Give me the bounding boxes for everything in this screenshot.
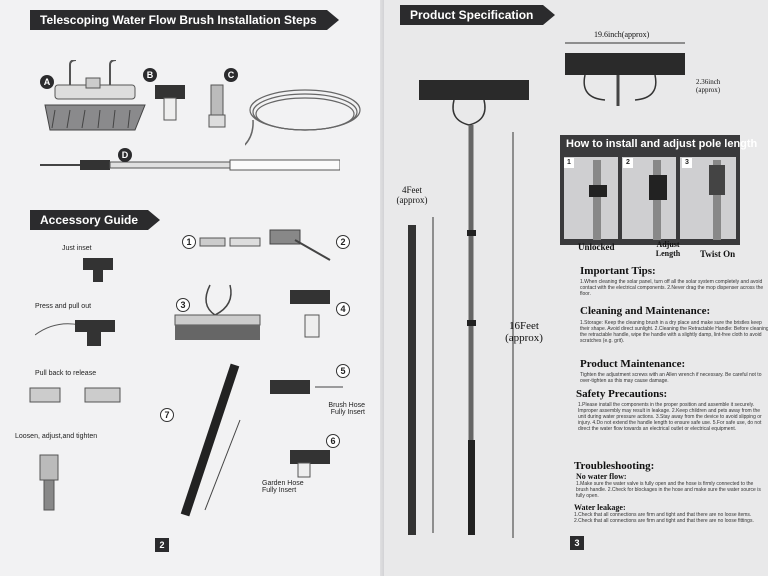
- short-arrow: [432, 217, 434, 533]
- brush-closeup-illustration: [565, 42, 685, 106]
- step-5-illustration: [270, 380, 343, 394]
- left-page-number: 2: [155, 538, 169, 552]
- left-page: Telescoping Water Flow Brush Installatio…: [0, 0, 386, 576]
- loosen-illustration: [39, 454, 59, 511]
- section-cleaning-title: Cleaning and Maintenance:: [580, 305, 711, 317]
- installation-banner: Telescoping Water Flow Brush Installatio…: [30, 10, 339, 30]
- step-1-illustration: [199, 237, 261, 247]
- adapter-b-illustration: [155, 85, 185, 121]
- step-3-marker: 3: [176, 298, 190, 312]
- section-important-tips-text: 1.When cleaning the solar panel, turn of…: [580, 279, 764, 297]
- long-arrow: [512, 132, 514, 538]
- accessory-label-just-inset: Just inset: [62, 245, 92, 252]
- step-7-marker: 7: [160, 408, 174, 422]
- leak-text: 1.Check that all connections are firm an…: [574, 512, 754, 524]
- short-length-dim: 4Feet (approx): [396, 185, 428, 205]
- brush-hose-label: Brush Hose Fully Insert: [328, 402, 365, 416]
- spec-banner: Product Specification: [400, 5, 556, 25]
- brush-head-illustration: [44, 60, 146, 131]
- leak-title: Water leakage:: [574, 503, 626, 512]
- install-step-1: 1: [564, 158, 574, 168]
- no-water-text: 1.Make sure the water valve is fully ope…: [576, 481, 761, 499]
- install-panel-1: [564, 157, 618, 239]
- right-page-number: 3: [570, 536, 584, 550]
- install-label-unlocked: Unlocked: [578, 242, 615, 252]
- install-label-adjust: Adjust Length: [655, 240, 681, 258]
- section-safety-title: Safety Precautions:: [576, 388, 668, 400]
- section-safety-text: 1.Please install the components in the p…: [578, 402, 762, 432]
- section-cleaning-text: 1.Storage: Keep the cleaning brush in a …: [580, 320, 768, 344]
- right-page: Product Specification 4Feet (approx) 16F…: [384, 0, 768, 576]
- step-4-illustration: [290, 290, 330, 338]
- part-c-marker: C: [224, 68, 238, 82]
- install-title: How to install and adjust pole length: [566, 138, 758, 150]
- insert-illustration: [83, 258, 113, 282]
- step-3-illustration: [174, 284, 261, 340]
- no-water-title: No water flow:: [576, 472, 627, 481]
- pole-d-illustration: [40, 159, 340, 171]
- step-6-illustration: [290, 450, 330, 478]
- accessory-label-press-pull: Press and pull out: [35, 303, 92, 310]
- accessory-label-pull-back: Pull back to release: [35, 370, 97, 377]
- connector-c-illustration: [208, 84, 226, 128]
- section-important-tips-title: Important Tips:: [580, 265, 656, 277]
- section-troubleshooting-title: Troubleshooting:: [574, 460, 655, 472]
- section-product-maint-title: Product Maintenance:: [580, 358, 686, 370]
- press-pull-illustration: [35, 320, 115, 346]
- step-2-marker: 2: [336, 235, 350, 249]
- step-1-marker: 1: [182, 235, 196, 249]
- install-label-twist: Twist On: [700, 249, 736, 259]
- part-b-marker: B: [143, 68, 157, 82]
- step-5-marker: 5: [336, 364, 350, 378]
- accessory-label-loosen: Loosen, adjust,and tighten: [15, 433, 98, 440]
- section-product-maint-text: Tighten the adjustment screws with an Al…: [580, 372, 762, 384]
- step-7-illustration: [180, 363, 241, 517]
- garden-hose-label: Garden Hose Fully Insert: [262, 480, 304, 494]
- width-dim: 19.6inch(approx): [594, 30, 650, 39]
- step-2-illustration: [269, 229, 331, 261]
- install-panel-3: [680, 157, 736, 239]
- hose-coil-illustration: [245, 89, 361, 146]
- install-step-3: 3: [682, 158, 692, 168]
- collapsed-pole-illustration: [408, 225, 416, 535]
- part-d-marker: D: [118, 148, 132, 162]
- accessory-banner: Accessory Guide: [30, 210, 161, 230]
- height-dim: 2.36inch (approx): [696, 78, 721, 94]
- extended-pole-illustration: [419, 80, 529, 535]
- pull-back-illustration: [29, 387, 121, 403]
- step-6-marker: 6: [326, 434, 340, 448]
- install-step-2: 2: [623, 158, 633, 168]
- step-4-marker: 4: [336, 302, 350, 316]
- install-illustration: [589, 160, 725, 240]
- long-length-dim: 16Feet (approx): [505, 320, 543, 344]
- part-a-marker: A: [40, 75, 54, 89]
